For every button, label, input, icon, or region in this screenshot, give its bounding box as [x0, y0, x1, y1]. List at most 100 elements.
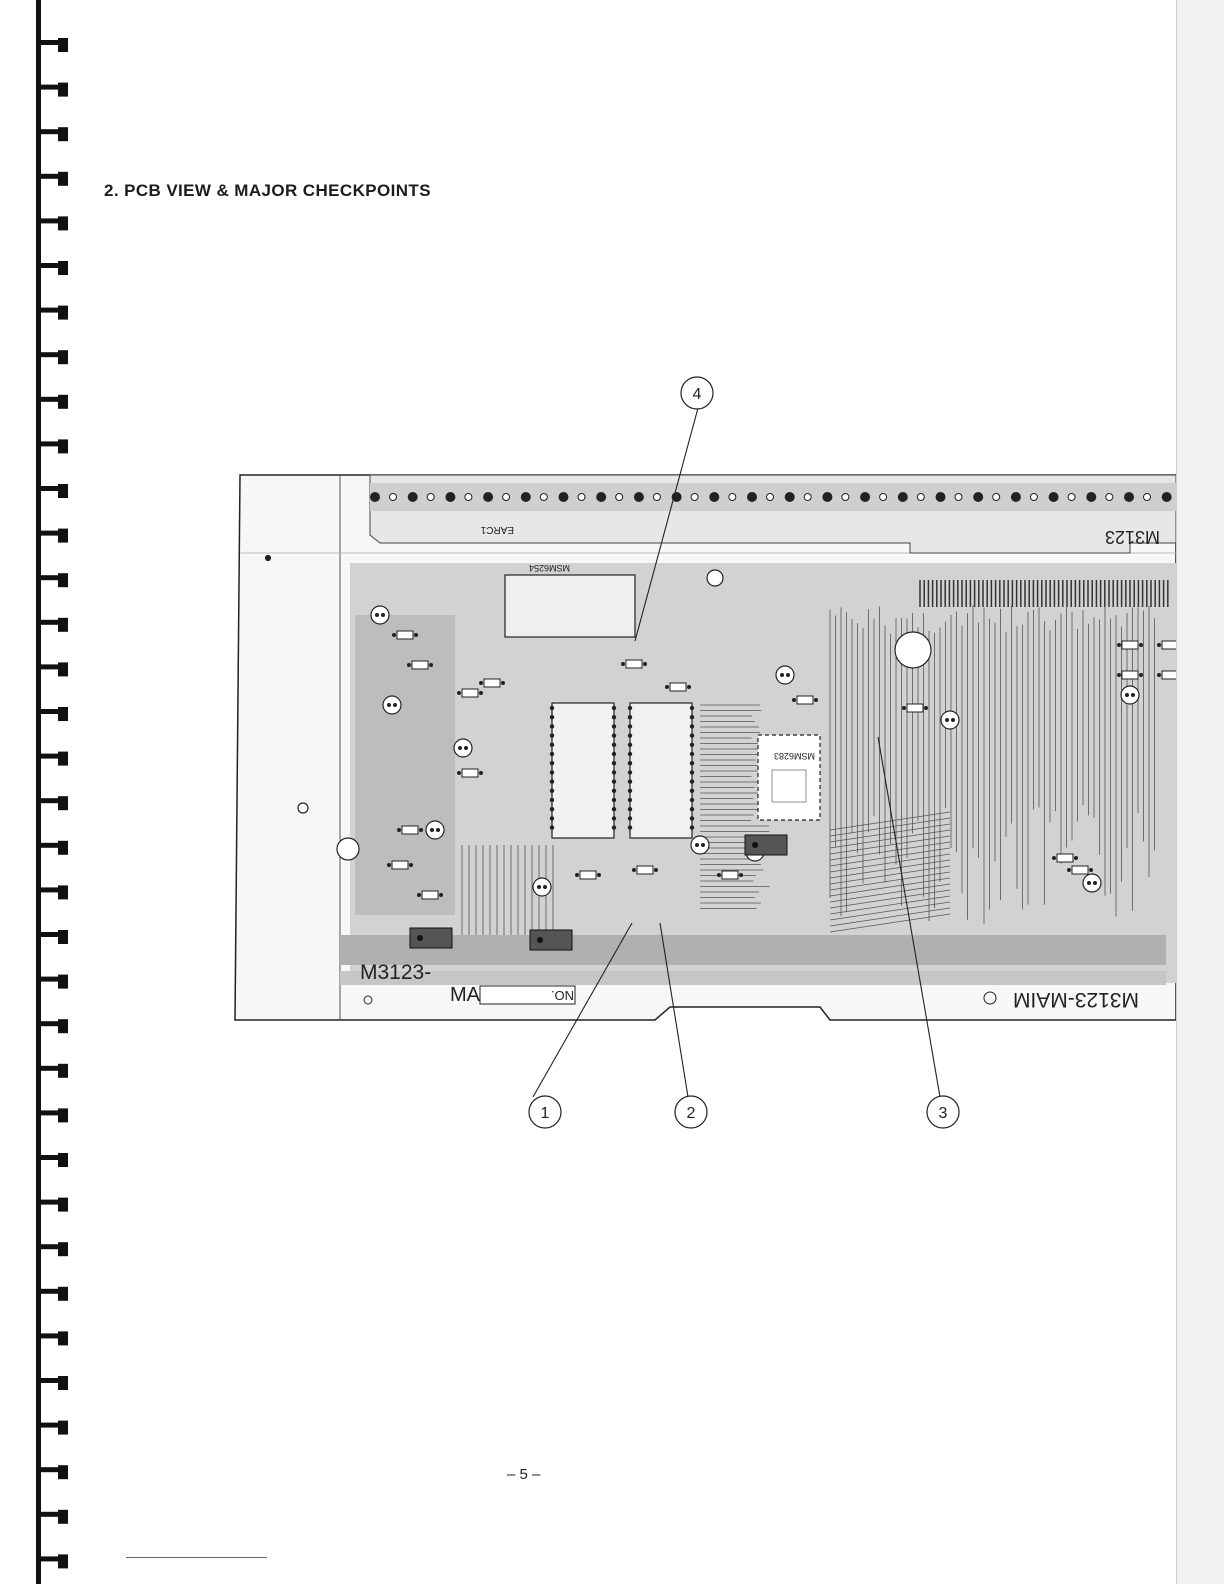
- binding-ring: [40, 796, 68, 810]
- page-edge: [1176, 0, 1224, 1584]
- connector-pad: [653, 494, 660, 501]
- connector-pad: [898, 492, 908, 502]
- connector-pad: [955, 494, 962, 501]
- connector-pad: [917, 494, 924, 501]
- callout-1: 1: [529, 1096, 561, 1128]
- connector-pad: [729, 494, 736, 501]
- connector-pad: [390, 494, 397, 501]
- connector-pad: [973, 492, 983, 502]
- connector-pad: [1124, 492, 1134, 502]
- binding-ring: [40, 172, 68, 186]
- connector-pad: [1144, 494, 1151, 501]
- memory-ic-left: [550, 703, 616, 838]
- pcb-component: [941, 711, 959, 729]
- pcb-component: [410, 928, 452, 948]
- page-number: – 5 –: [507, 1466, 540, 1483]
- binding-ring: [40, 707, 68, 721]
- binding-ring: [40, 1287, 68, 1301]
- connector-pad: [1086, 492, 1096, 502]
- binding-ring: [40, 1153, 68, 1167]
- pcb-component: [530, 930, 572, 950]
- binding-ring: [40, 1019, 68, 1033]
- binding-ring: [40, 306, 68, 320]
- center-chip: MSM6283: [758, 735, 820, 820]
- connector-pad: [445, 492, 455, 502]
- pcb-component: [426, 821, 444, 839]
- connector-pad: [1162, 492, 1172, 502]
- binding-ring: [40, 1331, 68, 1345]
- binding-ring: [40, 38, 68, 52]
- binding-ring: [40, 573, 68, 587]
- connector-pad: [691, 494, 698, 501]
- connector-pad: [408, 492, 418, 502]
- pcb-component: [691, 836, 709, 854]
- svg-text:1: 1: [541, 1105, 550, 1122]
- spiral-binding: [0, 0, 80, 1584]
- polarity-label: EARC1: [480, 524, 514, 535]
- binding-ring: [40, 752, 68, 766]
- connector-pad: [842, 494, 849, 501]
- binding-ring: [40, 885, 68, 899]
- connector-pad: [860, 492, 870, 502]
- section-heading: 2. PCB VIEW & MAJOR CHECKPOINTS: [104, 181, 431, 201]
- binding-ring: [40, 439, 68, 453]
- binding-ring: [40, 1376, 68, 1390]
- binding-ring: [40, 1554, 68, 1568]
- connector-pad: [1106, 494, 1113, 501]
- binding-ring: [40, 1064, 68, 1078]
- connector-pad: [822, 492, 832, 502]
- binding-ring: [40, 127, 68, 141]
- pcb-component: [371, 606, 389, 624]
- pcb-component: [454, 739, 472, 757]
- binding-ring: [40, 484, 68, 498]
- binding-ring: [40, 1242, 68, 1256]
- binding-ring: [40, 395, 68, 409]
- binding-ring: [40, 350, 68, 364]
- pcb-component: [533, 878, 551, 896]
- connector-pad: [1011, 492, 1021, 502]
- connector-pad: [503, 494, 510, 501]
- connector-pad: [804, 494, 811, 501]
- binding-ring: [40, 529, 68, 543]
- binding-ring: [40, 1108, 68, 1122]
- connector-pad: [483, 492, 493, 502]
- board-marking-top: M3123: [1105, 527, 1160, 547]
- binding-ring: [40, 1465, 68, 1479]
- connector-pad: [370, 492, 380, 502]
- callout-4: 4: [681, 377, 713, 409]
- binding-ring: [40, 83, 68, 97]
- connector-pad: [709, 492, 719, 502]
- binding-ring: [40, 1198, 68, 1212]
- binding-ring: [40, 662, 68, 676]
- binding-ring: [40, 216, 68, 230]
- connector-pad: [936, 492, 946, 502]
- chip-label-center: MSM6283: [774, 751, 815, 761]
- connector-pad: [596, 492, 606, 502]
- chip-label-upper: MSM6254: [529, 563, 570, 573]
- binding-ring: [40, 261, 68, 275]
- connector-pad: [521, 492, 531, 502]
- pcb-component: [745, 835, 787, 855]
- connector-pad: [1049, 492, 1059, 502]
- pcb-component: [776, 666, 794, 684]
- connector-pad: [634, 492, 644, 502]
- memory-ic-right: [628, 703, 694, 838]
- binding-ring: [40, 975, 68, 989]
- connector-pad: [465, 494, 472, 501]
- footer-rule: [126, 1557, 267, 1558]
- callout-2: 2: [675, 1096, 707, 1128]
- binding-ring: [40, 841, 68, 855]
- binding-ring: [40, 618, 68, 632]
- connector-pad: [1068, 494, 1075, 501]
- binding-ring: [40, 930, 68, 944]
- svg-text:2: 2: [687, 1105, 696, 1122]
- binding-ring: [40, 1510, 68, 1524]
- callout-3: 3: [927, 1096, 959, 1128]
- connector-pad: [1030, 494, 1037, 501]
- connector-pad: [616, 494, 623, 501]
- svg-text:4: 4: [693, 386, 702, 403]
- connector-pad: [880, 494, 887, 501]
- top-connector-strip: M3123 EARC1: [370, 475, 1176, 553]
- connector-pad: [785, 492, 795, 502]
- pcb-figure: M3123 EARC1 MSM6254 MSM6283 M31: [230, 375, 1176, 1135]
